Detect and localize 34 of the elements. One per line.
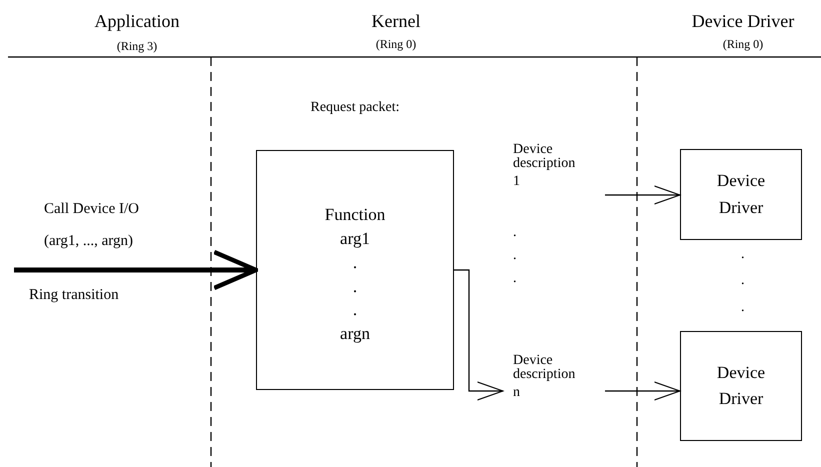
- arrow-caption: (arg1, ..., argn): [44, 234, 134, 249]
- argument-label: .: [352, 301, 358, 320]
- ring-level-label: (Ring 0): [376, 38, 416, 50]
- argument-label: argn: [340, 325, 370, 344]
- column-heading: Application: [94, 12, 180, 30]
- device-driver-box: [680, 149, 802, 240]
- arrow-caption: Call Device I/O: [44, 202, 139, 217]
- ellipsis-dot: .: [513, 226, 516, 240]
- column-heading: Kernel: [372, 12, 420, 30]
- box-heading: Request packet:: [310, 101, 400, 116]
- ring-level-label: (Ring 0): [722, 38, 764, 50]
- argument-label: arg1: [340, 230, 370, 248]
- argument-label: .: [352, 278, 358, 296]
- arrow-caption: Ring transition: [29, 288, 119, 303]
- ellipsis-dot: .: [513, 249, 516, 263]
- ellipsis-dot: .: [513, 272, 516, 286]
- arrow: [605, 382, 680, 400]
- ring-level-label: (Ring 3): [116, 40, 158, 52]
- column-heading: Device Driver: [692, 12, 794, 30]
- arrow: [14, 250, 258, 290]
- device-description-label: 1: [513, 175, 520, 189]
- device-description-label: Device description: [513, 354, 576, 382]
- arrow: [454, 269, 504, 400]
- argument-label: .: [352, 254, 358, 272]
- ellipsis-dot: .: [741, 301, 744, 315]
- device-driver-box: [680, 331, 802, 441]
- ellipsis-dot: .: [741, 274, 744, 288]
- driver-label: Device Driver: [716, 362, 766, 410]
- ellipsis-dot: .: [741, 248, 744, 262]
- device-description-label: n: [513, 386, 520, 400]
- driver-label: Device Driver: [716, 170, 766, 218]
- function-label: Function: [324, 206, 386, 224]
- device-description-label: Device description: [513, 143, 576, 171]
- arrow: [605, 186, 680, 204]
